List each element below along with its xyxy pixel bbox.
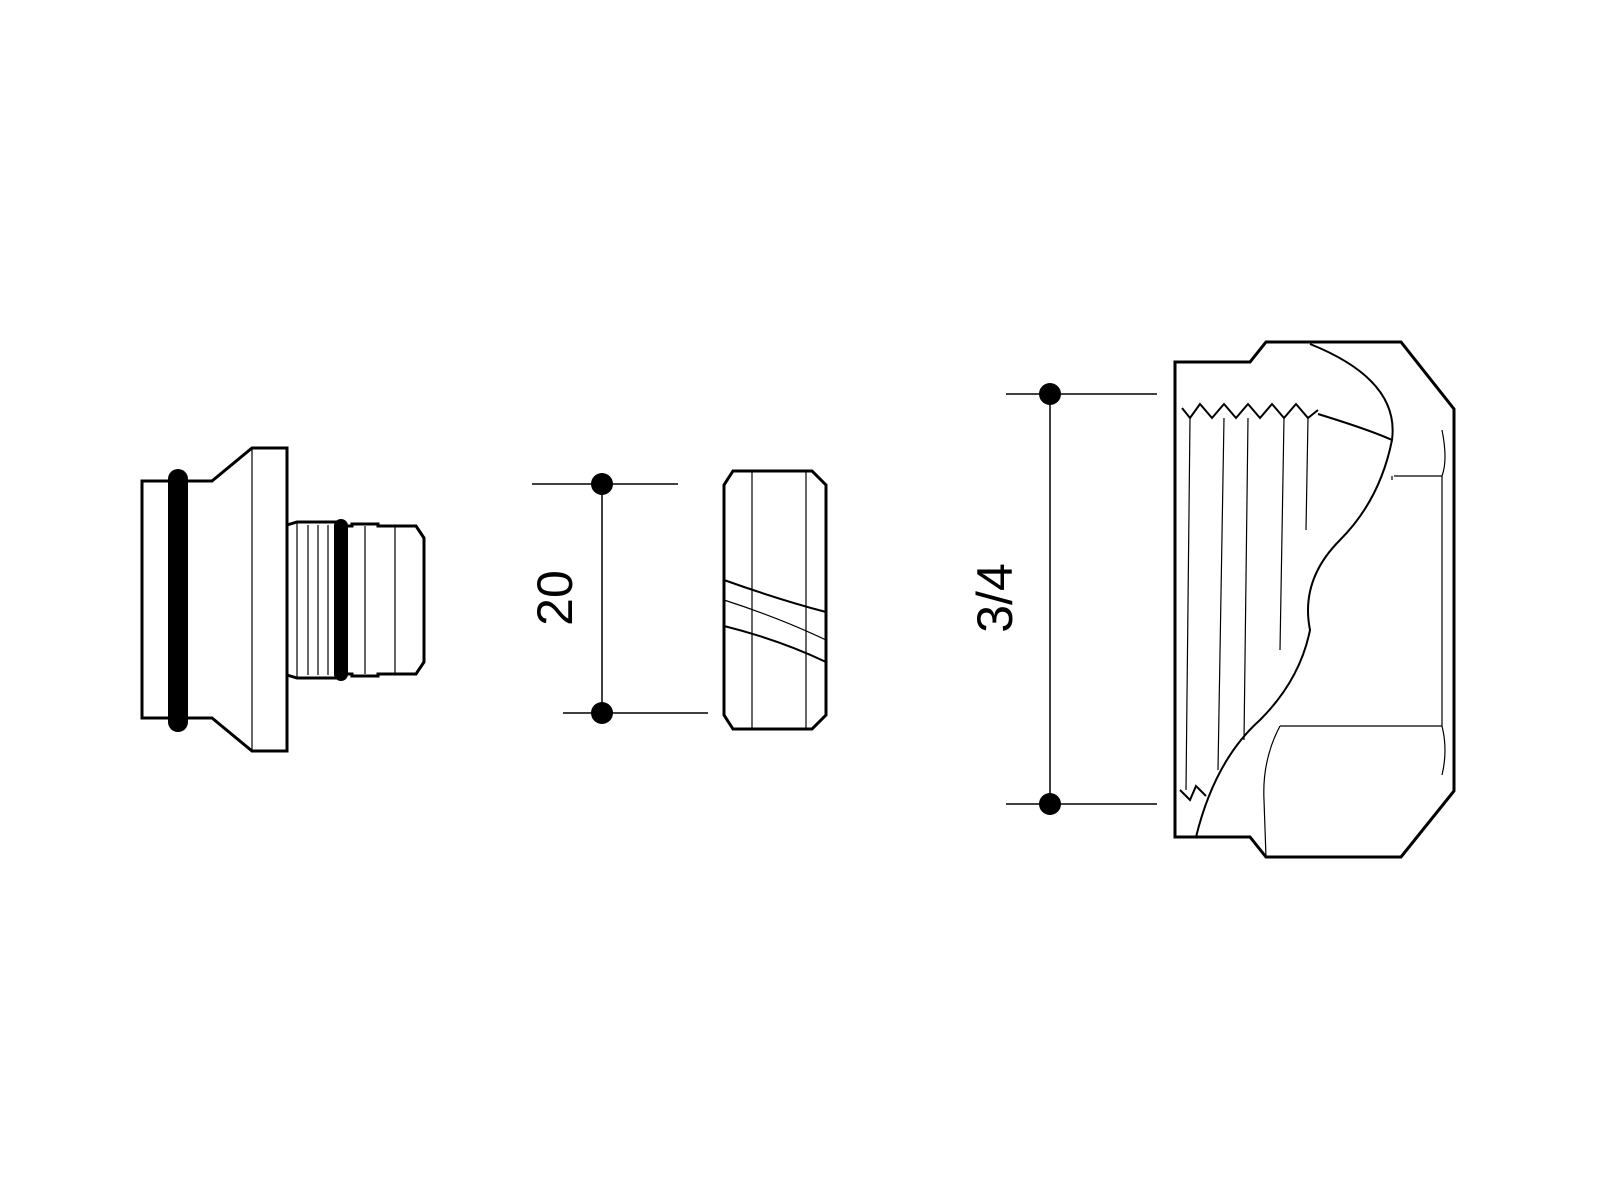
split-ring-part <box>722 469 828 731</box>
cutaway-curve-inner <box>1317 413 1393 441</box>
hex-nut-part <box>1173 340 1456 859</box>
dim-34-top-dot <box>1039 383 1061 405</box>
insert-adapter-part <box>140 446 426 753</box>
dim-20-top-dot <box>591 473 613 495</box>
split-ring-slit <box>723 579 827 613</box>
thread-line-3 <box>1243 417 1249 741</box>
dim-34-bottom-dot <box>1039 793 1061 815</box>
cutaway-curve <box>1195 343 1394 838</box>
insert-body-outline <box>140 446 289 753</box>
dim-34-label: 3/4 <box>967 563 1023 633</box>
internal-thread-teeth-lower <box>1179 784 1207 802</box>
dimension-pipe-diameter: 20 <box>527 473 708 724</box>
thread-line-1 <box>1185 417 1191 791</box>
hex-facet-lower-left <box>1263 725 1281 858</box>
split-ring-outline <box>722 469 828 731</box>
hex-facet-right <box>1441 429 1446 776</box>
internal-thread-teeth <box>1181 402 1319 420</box>
thread-line-4 <box>1279 417 1285 651</box>
thread-line-2 <box>1217 417 1225 771</box>
dim-20-label: 20 <box>527 570 583 626</box>
thread-line-5 <box>1305 417 1309 531</box>
split-ring-slit-edge <box>723 599 827 641</box>
split-ring-slit-lower <box>723 625 827 663</box>
dim-20-bottom-dot <box>591 702 613 724</box>
dimension-thread-size: 3/4 <box>967 383 1157 815</box>
